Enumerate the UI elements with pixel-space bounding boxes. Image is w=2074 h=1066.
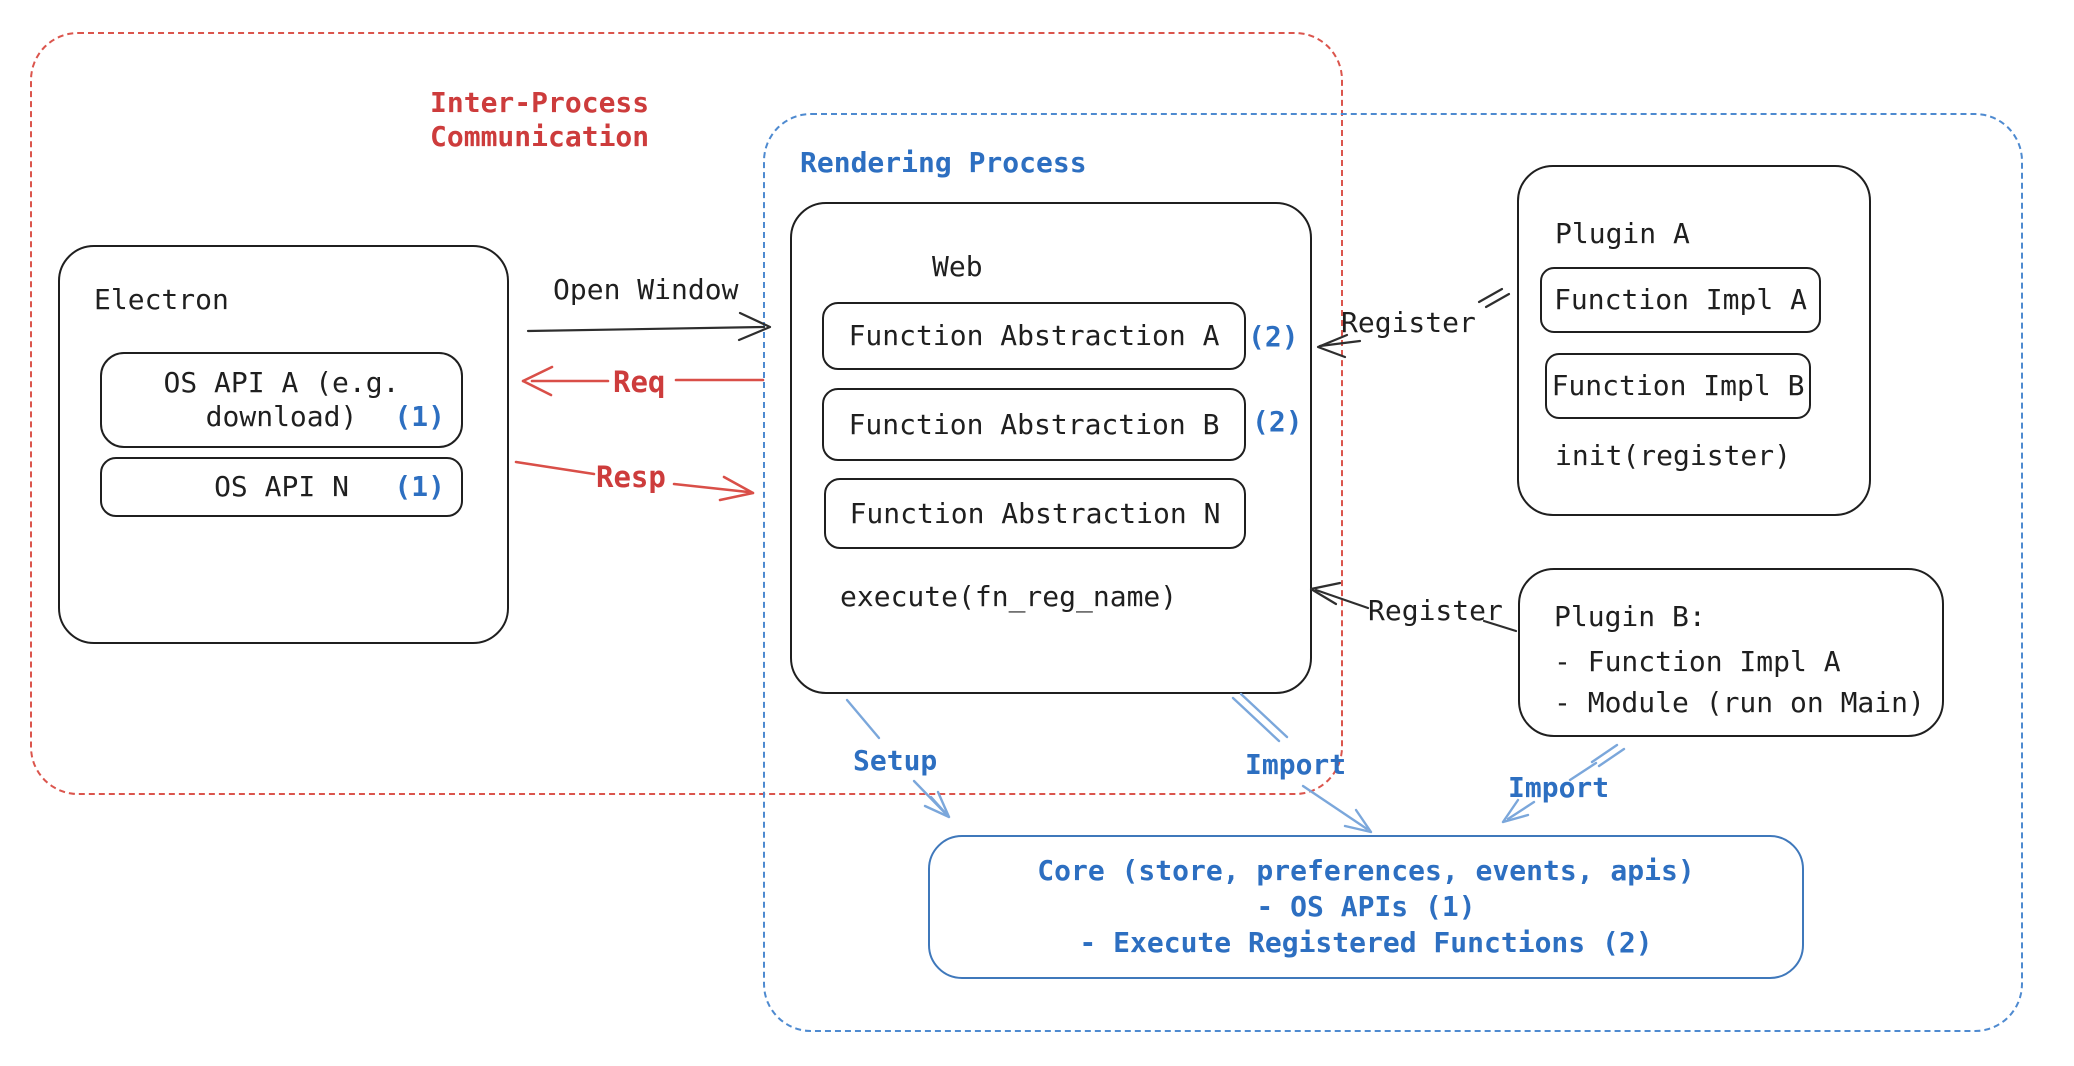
- init-register-label: init(register): [1555, 439, 1792, 472]
- os-api-a-badge: (1): [394, 400, 445, 433]
- function-abstraction-n-label: Function Abstraction N: [849, 496, 1221, 530]
- plugin-a-title: Plugin A: [1555, 217, 1690, 250]
- req-label: Req: [613, 365, 666, 399]
- core-box: Core (store, preferences, events, apis) …: [928, 835, 1804, 979]
- function-abstraction-a-box: Function Abstraction A: [822, 302, 1246, 370]
- function-impl-b-box: Function Impl B: [1545, 353, 1811, 419]
- web-title: Web: [932, 250, 983, 283]
- register-top-label: Register: [1341, 306, 1476, 339]
- resp-label: Resp: [596, 460, 666, 494]
- function-abstraction-a-badge: (2): [1248, 320, 1299, 353]
- rendering-process-label: Rendering Process: [800, 146, 1087, 179]
- import-web-label: Import: [1245, 748, 1347, 781]
- register-bottom-label: Register: [1368, 594, 1503, 627]
- web-box: Web Function Abstraction A (2) Function …: [790, 202, 1312, 694]
- os-api-n-label: OS API N: [214, 470, 349, 503]
- core-line-2: - OS APIs (1): [1256, 890, 1476, 923]
- os-api-n-badge: (1): [394, 470, 445, 503]
- function-abstraction-b-box: Function Abstraction B: [822, 388, 1246, 461]
- core-line-1: Core (store, preferences, events, apis): [1037, 854, 1695, 887]
- rendering-process-region-outline: [763, 113, 2023, 1032]
- ipc-label-line1: Inter-Process: [430, 86, 650, 119]
- ipc-region-outline: [30, 32, 1343, 795]
- setup-label: Setup: [853, 744, 938, 777]
- execute-label: execute(fn_reg_name): [840, 580, 1178, 613]
- os-api-a-line2: download): [205, 400, 358, 433]
- plugin-b-item-function-impl-a: - Function Impl A: [1554, 645, 1841, 678]
- os-api-n-box: OS API N (1): [100, 457, 463, 517]
- function-abstraction-b-badge: (2): [1252, 405, 1303, 438]
- function-abstraction-n-box: Function Abstraction N: [824, 478, 1246, 549]
- plugin-a-box: Plugin A Function Impl A Function Impl B…: [1517, 165, 1871, 516]
- function-impl-a-label: Function Impl A: [1554, 283, 1807, 316]
- core-line-3: - Execute Registered Functions (2): [1079, 926, 1653, 959]
- plugin-b-item-module: - Module (run on Main): [1554, 686, 1925, 719]
- function-impl-a-box: Function Impl A: [1540, 267, 1821, 333]
- electron-title: Electron: [94, 283, 229, 316]
- ipc-region-label: Inter-Process Communication: [430, 86, 649, 154]
- function-abstraction-b-label: Function Abstraction B: [848, 407, 1220, 441]
- ipc-label-line2: Communication: [430, 120, 650, 153]
- plugin-b-title: Plugin B:: [1554, 600, 1706, 633]
- function-abstraction-a-label: Function Abstraction A: [848, 319, 1220, 352]
- plugin-b-box: Plugin B: - Function Impl A - Module (ru…: [1518, 568, 1944, 737]
- os-api-a-box: OS API A (e.g. download) (1): [100, 352, 463, 448]
- electron-box: Electron OS API A (e.g. download) (1) OS…: [58, 245, 509, 644]
- os-api-a-line1: OS API A (e.g.: [163, 366, 400, 399]
- import-plugin-label: Import: [1508, 771, 1610, 804]
- open-window-label: Open Window: [553, 273, 739, 306]
- function-impl-b-label: Function Impl B: [1551, 369, 1805, 402]
